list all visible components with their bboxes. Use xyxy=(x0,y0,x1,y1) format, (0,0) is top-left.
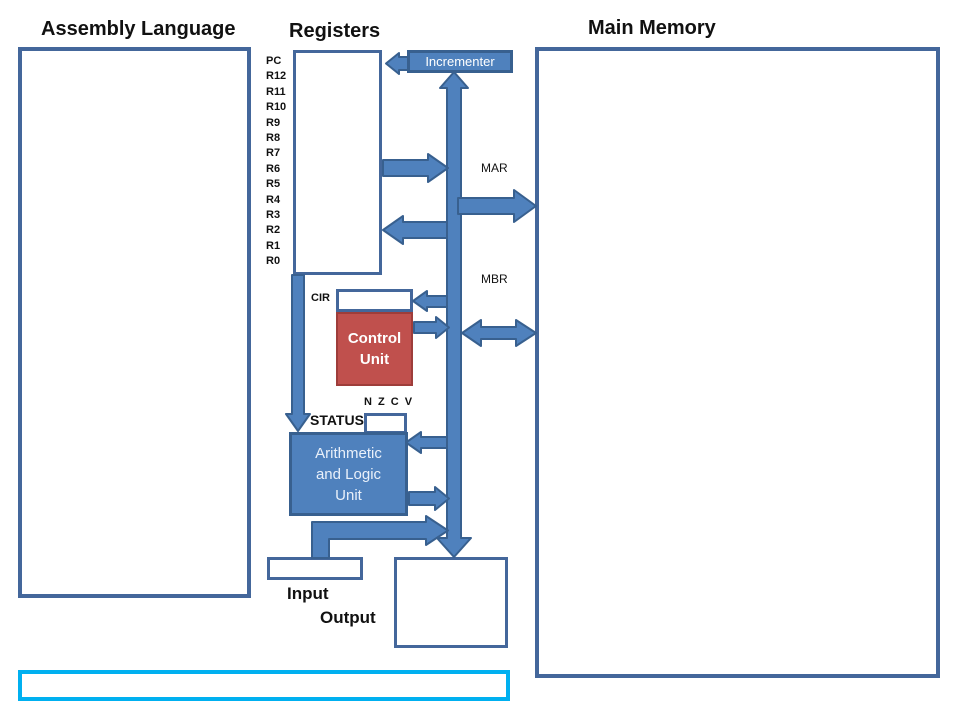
registers-title: Registers xyxy=(289,20,381,42)
register-label-r10: R10 xyxy=(266,101,287,114)
mar-to-memory-arrow xyxy=(457,189,537,223)
register-label-r8: R8 xyxy=(266,132,281,145)
input-to-bus-elbow-arrow xyxy=(311,515,449,559)
control-unit-block: Control Unit xyxy=(336,312,413,386)
alu-text: Arithmetic and Logic Unit xyxy=(315,444,382,504)
register-label-r9: R9 xyxy=(266,116,281,129)
output-device-box xyxy=(394,557,508,648)
alu-to-bus-arrow xyxy=(408,486,450,511)
register-label-r11: R11 xyxy=(266,85,286,98)
registers-to-alu-arrow xyxy=(285,274,311,432)
io-highlight-box xyxy=(18,670,510,701)
cir-register-box xyxy=(336,289,413,312)
main-memory-title: Main Memory xyxy=(588,17,716,39)
incrementer-to-registers-arrow xyxy=(385,52,409,75)
register-label-r5: R5 xyxy=(266,178,281,191)
control-unit-to-bus-arrow xyxy=(413,316,450,339)
main-memory-box xyxy=(535,47,940,678)
register-label-r2: R2 xyxy=(266,224,281,237)
input-label: Input xyxy=(287,584,329,603)
cir-label: CIR xyxy=(311,292,330,304)
registers-to-bus-arrow xyxy=(382,153,449,183)
status-label: STATUS xyxy=(310,412,364,428)
condition-flags-label: N Z C V xyxy=(364,396,414,408)
incrementer-text: Incrementer xyxy=(425,54,495,69)
register-label-pc: PC xyxy=(266,55,282,67)
input-device-box xyxy=(267,557,363,580)
register-label-r12: R12 xyxy=(266,70,287,83)
incrementer-block: Incrementer xyxy=(407,50,513,73)
main-bus-arrow xyxy=(436,71,472,558)
assembly-language-box xyxy=(18,47,251,598)
bus-to-cir-arrow xyxy=(412,290,448,312)
register-label-r1: R1 xyxy=(266,239,281,252)
register-label-r3: R3 xyxy=(266,209,281,222)
assembly-language-title: Assembly Language xyxy=(41,18,236,40)
register-label-r4: R4 xyxy=(266,193,281,206)
alu-block: Arithmetic and Logic Unit xyxy=(289,432,408,516)
mbr-label: MBR xyxy=(481,272,508,286)
register-label-r6: R6 xyxy=(266,162,281,175)
register-label-r0: R0 xyxy=(266,255,281,268)
registers-box xyxy=(293,50,382,275)
bus-to-registers-arrow xyxy=(382,215,448,245)
register-name-list: PC R12 R11 R10 R9 R8 R7 R6 R5 R4 R3 R2 R… xyxy=(266,54,286,270)
bus-to-alu-arrow xyxy=(405,431,448,454)
control-unit-text: Control Unit xyxy=(347,330,402,368)
status-register-box xyxy=(364,413,407,434)
mar-label: MAR xyxy=(481,161,508,175)
register-label-r7: R7 xyxy=(266,147,281,160)
mbr-memory-double-arrow xyxy=(461,319,537,347)
output-label: Output xyxy=(320,608,376,627)
